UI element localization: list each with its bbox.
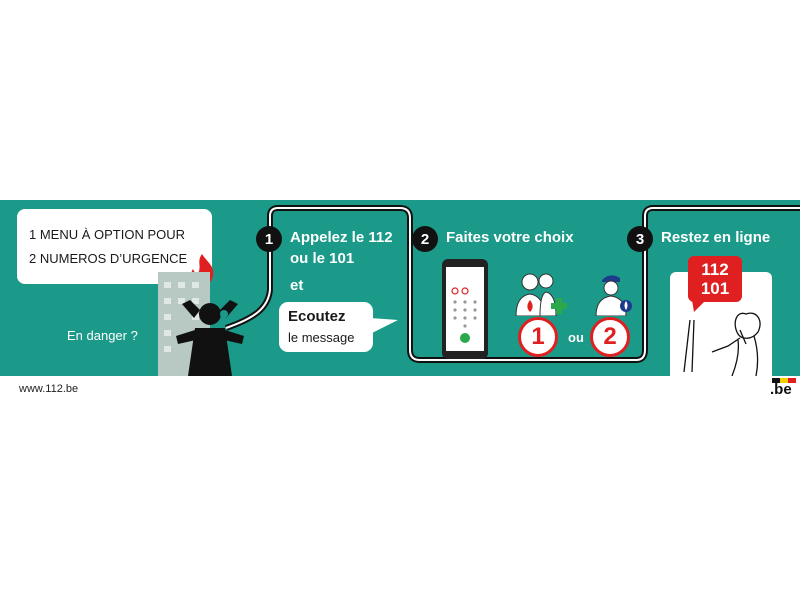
smartphone-icon (442, 259, 488, 359)
police-officer-icon (595, 275, 632, 316)
option-2-circle: 2 (590, 317, 630, 357)
bubble-subtitle: le message (288, 330, 355, 345)
intro-line-1: 1 MENU À OPTION POUR (29, 227, 186, 242)
footer-bar: www.112.be .be (0, 376, 800, 402)
be-logo: .be (770, 381, 792, 398)
medical-team-icon (515, 273, 567, 316)
intro-line-2: 2 NUMEROS D’URGENCE (29, 251, 188, 266)
step-2-badge: 2 (412, 226, 438, 252)
danger-label: En danger ? (67, 328, 138, 343)
bubble-title: Ecoutez (288, 308, 346, 325)
sign-line-2: 101 (700, 279, 730, 298)
step-1-connector-word: et (290, 277, 304, 294)
emergency-banner: 1 MENU À OPTION POUR 2 NUMEROS D’URGENCE… (0, 200, 800, 376)
sign-tail (692, 300, 706, 312)
step-2-title: Faites votre choix (446, 229, 574, 246)
step-1-line-1: Appelez le 112 (290, 229, 393, 246)
step-3-badge: 3 (627, 226, 653, 252)
option-1-circle: 1 (518, 317, 558, 357)
step-1-line-2: ou le 101 (290, 250, 355, 267)
option-separator: ou (568, 330, 584, 345)
distressed-person-icon (176, 300, 244, 376)
woman-on-phone-icon (683, 312, 761, 376)
speech-bubble-tail (370, 318, 398, 334)
website-link[interactable]: www.112.be (19, 383, 79, 395)
emergency-numbers-sign: 112 101 (688, 256, 742, 302)
step-1-badge: 1 (256, 226, 282, 252)
listen-speech-bubble: Ecoutez le message (279, 302, 373, 352)
sign-line-1: 112 (701, 260, 729, 279)
belgian-flag-icon (772, 378, 796, 383)
intro-box: 1 MENU À OPTION POUR 2 NUMEROS D’URGENCE (17, 209, 214, 287)
step-3-title: Restez en ligne (661, 229, 771, 246)
